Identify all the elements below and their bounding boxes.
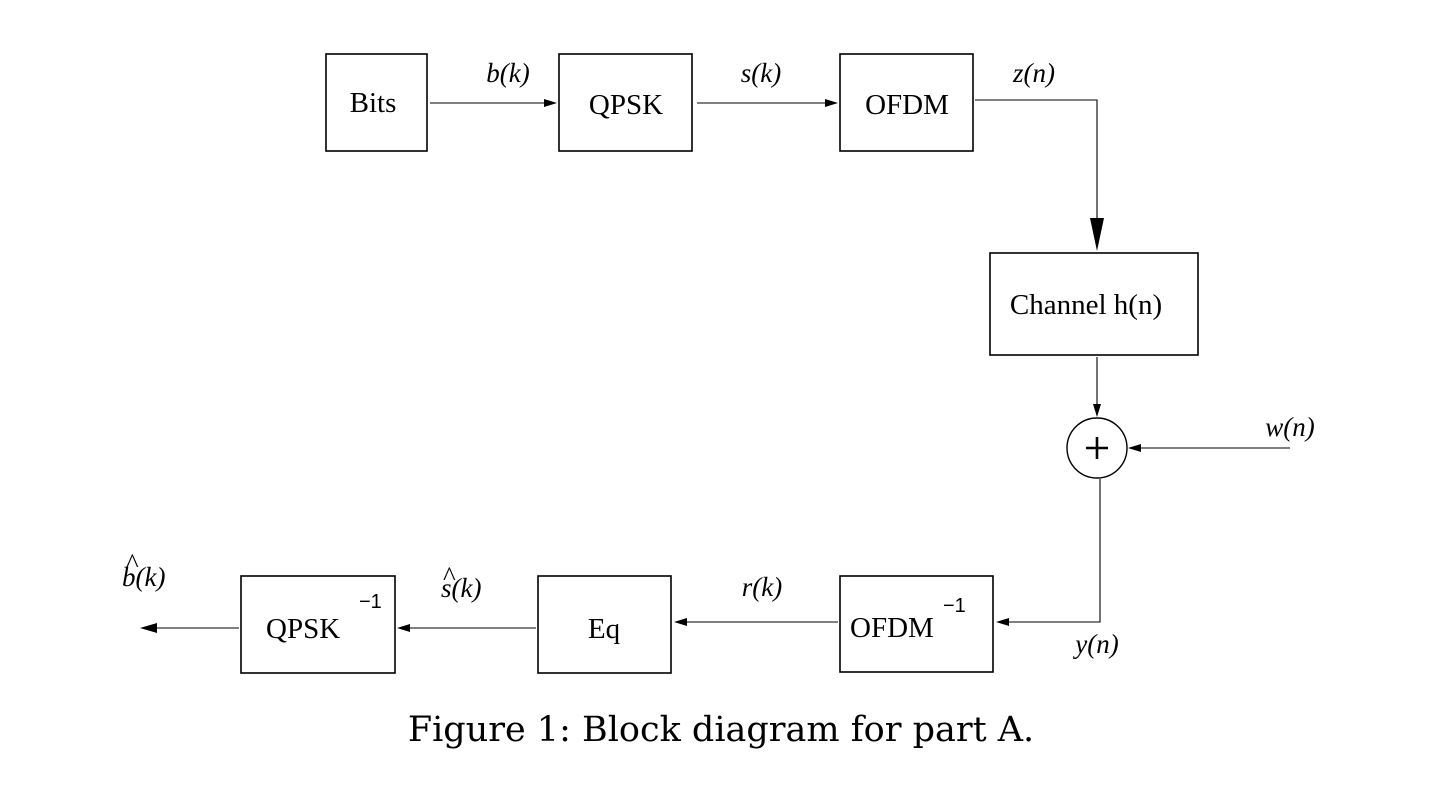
signal-label-s: s(k) (741, 58, 781, 88)
wire-adder-to-ofdm-inverse (996, 479, 1101, 626)
arrow-right-icon (825, 99, 838, 107)
wire-output (140, 623, 239, 633)
signal-label-b-hat-text: b(k) (122, 562, 165, 592)
signal-label-b: b(k) (486, 58, 529, 88)
bits-block: Bits (325, 53, 428, 152)
qpsk-inverse-superscript: −1 (359, 591, 382, 613)
arrow-right-icon (544, 99, 557, 107)
signal-label-b-hat: b(k) ^ (122, 548, 165, 592)
signal-label-y: y(n) (1072, 629, 1118, 659)
arrow-left-icon (1128, 444, 1141, 452)
signal-label-z: z(n) (1012, 58, 1055, 88)
ofdm-inverse-label: OFDM (850, 612, 934, 644)
figure-caption: Figure 1: Block diagram for part A. (408, 710, 1034, 750)
arrow-down-icon (1093, 404, 1101, 417)
wire-qpsk-to-ofdm (697, 99, 838, 107)
channel-block: Channel h(n) (989, 252, 1199, 356)
wire-eq-to-qpsk-inverse (397, 624, 536, 632)
arrow-left-icon (674, 618, 687, 626)
wire-noise-to-adder (1128, 444, 1290, 452)
wire-bits-to-qpsk (430, 99, 557, 107)
hat-mark: ^ (443, 561, 456, 591)
channel-label: Channel h(n) (1010, 289, 1162, 321)
signal-label-s-hat-text: s(k) (441, 573, 481, 603)
qpsk-label: QPSK (589, 89, 663, 121)
qpsk-block: QPSK (558, 53, 693, 152)
arrow-left-icon (140, 623, 157, 633)
wire-ofdm-inverse-to-eq (674, 618, 838, 626)
plus-icon (1086, 437, 1108, 459)
ofdm-inverse-block: OFDM −1 (839, 575, 994, 673)
signal-label-s-hat: s(k) ^ (441, 561, 481, 603)
hat-mark: ^ (126, 548, 139, 578)
bits-label: Bits (350, 87, 397, 119)
wire-channel-to-adder (1093, 357, 1101, 417)
eq-block: Eq (537, 575, 672, 674)
arrow-left-icon (996, 618, 1009, 626)
signal-label-r: r(k) (742, 572, 782, 602)
arrow-left-icon (397, 624, 410, 632)
ofdm-block: OFDM (839, 53, 974, 152)
eq-label: Eq (588, 613, 620, 645)
arrow-down-icon (1090, 218, 1104, 251)
qpsk-inverse-block: QPSK −1 (240, 575, 396, 674)
signal-label-w: w(n) (1265, 412, 1315, 442)
ofdm-inverse-superscript: −1 (943, 595, 966, 617)
ofdm-label: OFDM (865, 89, 949, 121)
summing-junction (1066, 417, 1128, 479)
wire-ofdm-to-channel (975, 99, 1104, 251)
qpsk-inverse-label: QPSK (266, 613, 340, 645)
